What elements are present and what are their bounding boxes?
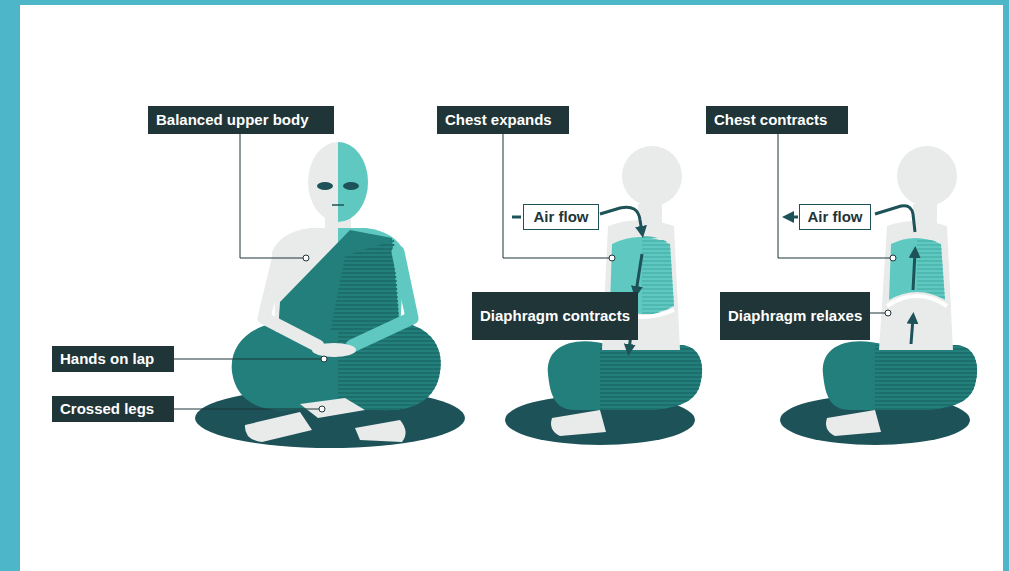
robe-shading	[330, 240, 400, 332]
air-flow-tail	[512, 216, 521, 219]
eye	[317, 182, 333, 190]
crossed-legs	[823, 341, 977, 410]
label-text: Balanced upper body	[156, 111, 309, 129]
label-box: Diaphragm contracts	[472, 292, 638, 340]
label-text-wrap: Air flow	[808, 208, 863, 226]
foot	[245, 412, 312, 442]
label-text: Crossed legs	[60, 400, 154, 418]
foot	[551, 410, 606, 436]
page-background	[20, 5, 1003, 571]
leader-dot	[890, 255, 896, 261]
leader-dot	[321, 356, 327, 362]
label-box: Chest contracts	[706, 106, 848, 134]
leader-lines	[174, 134, 893, 409]
leader-dot	[609, 255, 615, 261]
contracted-lungs	[889, 238, 945, 300]
label-text-wrap: Hands on lap	[60, 350, 154, 368]
head	[622, 146, 682, 206]
head	[897, 146, 957, 206]
label-text-wrap: Diaphragm contracts	[480, 307, 630, 325]
air-flow-box: Air flow	[799, 204, 871, 230]
air-arrow	[636, 254, 642, 292]
left-arm	[264, 252, 318, 346]
crossed-legs	[232, 321, 441, 410]
label-text-wrap: Crossed legs	[60, 400, 154, 418]
label-text: Chest expands	[445, 111, 552, 129]
air-flow-arrow	[788, 216, 798, 219]
leader-line	[503, 134, 612, 258]
label-text-wrap: Balanced upper body	[156, 111, 309, 129]
diaphragm	[887, 296, 947, 306]
foot	[355, 420, 406, 442]
mouth	[332, 204, 344, 206]
air-flow-arrow	[600, 207, 642, 232]
label-text: Hands on lap	[60, 350, 154, 368]
leader-dot	[319, 406, 325, 412]
leader-dot	[885, 310, 891, 316]
air-flow-box: Air flow	[523, 204, 599, 230]
leader-dot	[303, 255, 309, 261]
air-flow-arrow	[875, 206, 915, 232]
diaphragm-arrow	[911, 318, 913, 344]
robe	[278, 230, 400, 332]
label-text: Diaphragm relaxes	[728, 307, 862, 325]
label-box: Diaphragm relaxes	[720, 292, 870, 340]
head	[308, 142, 368, 222]
head-shade	[338, 142, 368, 222]
label-box: Hands on lap	[52, 346, 174, 372]
label-text: Chest contracts	[714, 111, 827, 129]
leg-shading	[875, 345, 977, 410]
label-text: Air flow	[534, 208, 589, 226]
leader-line	[778, 134, 893, 258]
eye	[343, 182, 359, 190]
label-box: Chest expands	[437, 106, 569, 134]
label-text-wrap: Air flow	[534, 208, 589, 226]
air-arrow	[913, 252, 915, 290]
torso	[272, 228, 404, 332]
hands	[312, 343, 356, 357]
label-text: Diaphragm contracts	[480, 307, 630, 325]
label-text: Air flow	[808, 208, 863, 226]
label-text-wrap: Diaphragm relaxes	[728, 307, 862, 325]
leader-dots	[303, 255, 896, 412]
leader-line	[174, 359, 324, 360]
crossed-legs	[548, 341, 702, 410]
lung-shading	[642, 236, 674, 316]
lung-shading	[917, 238, 945, 300]
label-text-wrap: Chest contracts	[714, 111, 827, 129]
torso	[879, 221, 953, 350]
crossed-feet	[300, 398, 365, 418]
label-box: Crossed legs	[52, 396, 174, 422]
foot	[826, 410, 881, 436]
leader-line	[174, 409, 322, 410]
label-text-wrap: Chest expands	[445, 111, 552, 129]
leader-line	[240, 134, 306, 258]
right-arm	[352, 252, 412, 346]
leg-shading	[600, 345, 702, 410]
label-box: Balanced upper body	[148, 106, 334, 134]
